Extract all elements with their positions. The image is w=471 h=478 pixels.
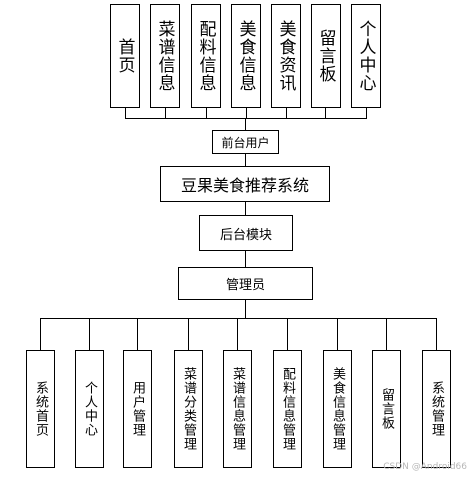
back-module-message-board: 留言板 bbox=[372, 350, 401, 468]
front-module-food-news: 美食资讯 bbox=[271, 4, 301, 108]
back-module-food-info-management: 美食信息管理 bbox=[323, 350, 352, 468]
admin-node: 管理员 bbox=[178, 267, 313, 300]
front-module-recipe-info: 菜谱信息 bbox=[150, 4, 180, 108]
back-module-recipe-info-management: 菜谱信息管理 bbox=[223, 350, 252, 468]
system-title-node: 豆果美食推荐系统 bbox=[160, 166, 330, 202]
back-module-system-home: 系统首页 bbox=[26, 350, 55, 468]
front-module-food-info: 美食信息 bbox=[231, 4, 261, 108]
back-module-user-management: 用户管理 bbox=[123, 350, 152, 468]
frontend-user-node: 前台用户 bbox=[212, 130, 279, 154]
front-module-ingredient-info: 配料信息 bbox=[191, 4, 221, 108]
front-module-personal-center: 个人中心 bbox=[351, 4, 381, 108]
front-module-message-board: 留言板 bbox=[311, 4, 341, 108]
back-module-personal-center: 个人中心 bbox=[75, 350, 104, 468]
backend-module-node: 后台模块 bbox=[199, 215, 293, 251]
back-module-ingredient-info-management: 配料信息管理 bbox=[273, 350, 302, 468]
front-module-home: 首页 bbox=[110, 4, 140, 108]
watermark: CSDN @Android66 bbox=[383, 462, 467, 472]
back-module-recipe-category-management: 菜谱分类管理 bbox=[174, 350, 203, 468]
back-module-system-management: 系统管理 bbox=[422, 350, 451, 468]
